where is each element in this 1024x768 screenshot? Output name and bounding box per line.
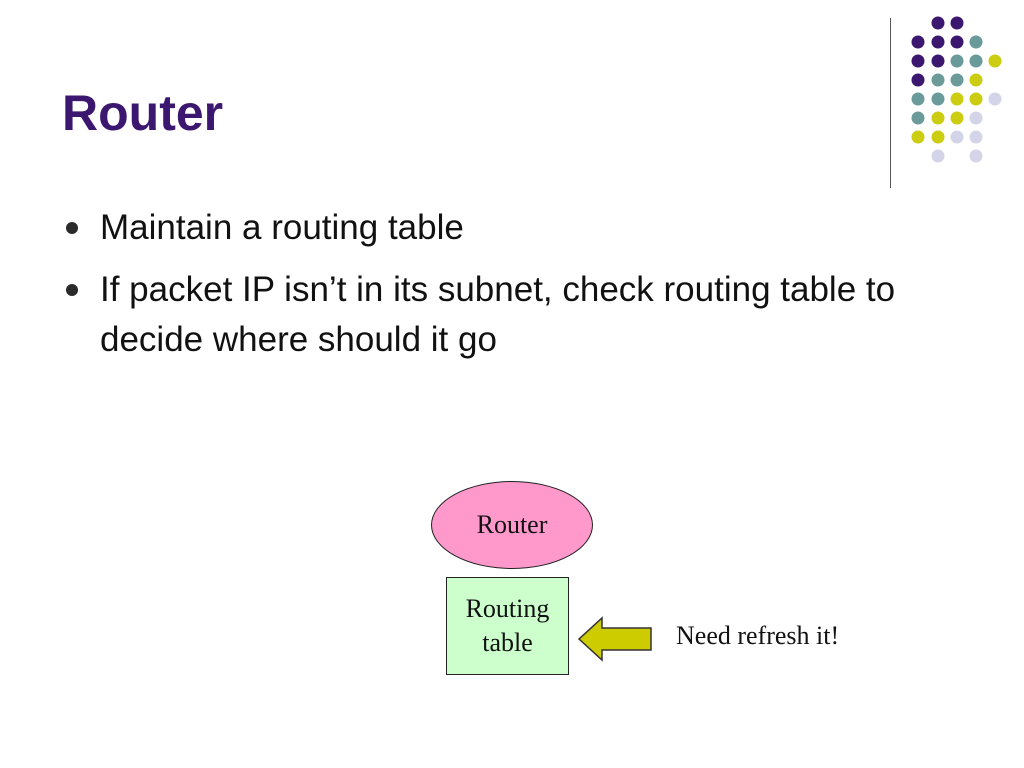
decorative-dot	[950, 73, 964, 87]
bullet-item: Maintain a routing table	[62, 203, 942, 253]
decorative-dot	[969, 73, 983, 87]
decorative-dot	[911, 130, 925, 144]
decorative-dot	[950, 35, 964, 49]
decorative-dot	[911, 73, 925, 87]
bullet-list: Maintain a routing table If packet IP is…	[62, 203, 942, 377]
decorative-dot	[969, 149, 983, 163]
decorative-dot	[950, 54, 964, 68]
router-node-label: Router	[476, 510, 548, 539]
decorative-dot	[911, 35, 925, 49]
routing-table-box: Routing table	[446, 577, 569, 675]
bullet-dot-icon	[66, 284, 78, 296]
decorative-dot	[931, 92, 945, 106]
decorative-dot	[931, 16, 945, 30]
left-arrow-icon	[577, 616, 652, 662]
decorative-dot	[931, 130, 945, 144]
decorative-dot	[950, 130, 964, 144]
decorative-dot	[988, 54, 1002, 68]
decorative-dot	[911, 54, 925, 68]
bullet-text: If packet IP isn’t in its subnet, check …	[100, 270, 896, 359]
decorative-dot	[969, 111, 983, 125]
decorative-dot-grid	[911, 16, 1002, 163]
decorative-dot	[931, 35, 945, 49]
decorative-dot	[931, 111, 945, 125]
decorative-dot	[950, 92, 964, 106]
decorative-dot	[969, 35, 983, 49]
bullet-item: If packet IP isn’t in its subnet, check …	[62, 265, 942, 365]
decorative-dot	[931, 73, 945, 87]
decorative-dot	[969, 130, 983, 144]
slide-title: Router	[62, 85, 224, 141]
router-node: Router	[431, 481, 593, 569]
decorative-dot	[988, 92, 1002, 106]
decorative-dot	[950, 111, 964, 125]
decorative-dot	[969, 92, 983, 106]
refresh-note: Need refresh it!	[676, 621, 840, 650]
title-divider-line	[890, 18, 891, 188]
decorative-dot	[911, 111, 925, 125]
bullet-dot-icon	[66, 222, 78, 234]
decorative-dot	[950, 16, 964, 30]
decorative-dot	[931, 54, 945, 68]
decorative-dot	[911, 92, 925, 106]
decorative-dot	[931, 149, 945, 163]
routing-table-label: Routing table	[465, 594, 550, 657]
bullet-text: Maintain a routing table	[100, 208, 464, 247]
decorative-dot	[969, 54, 983, 68]
